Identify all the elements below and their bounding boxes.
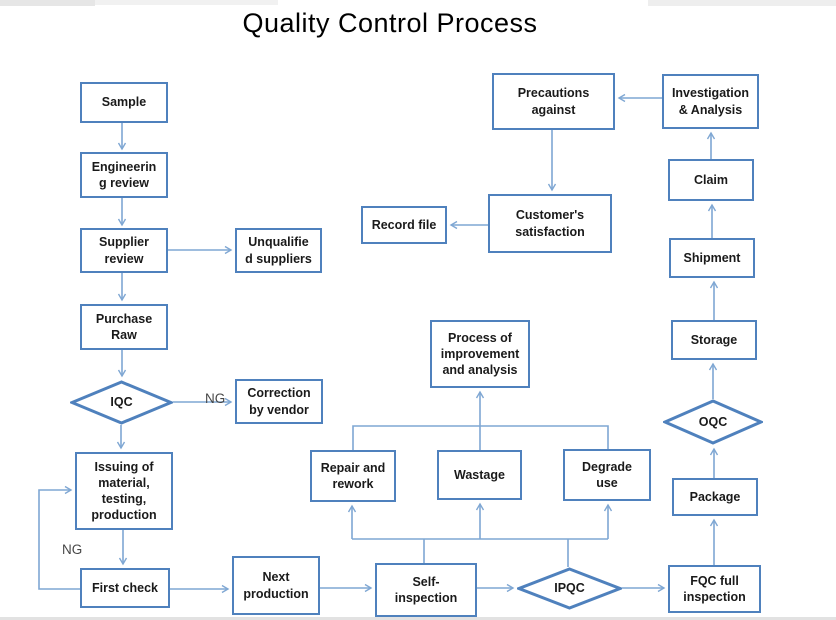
flow-node-label: Purchase Raw <box>95 311 153 342</box>
flow-node-label: Storage <box>690 332 738 347</box>
flow-node-unqualified-suppliers: Unqualifie d suppliers <box>235 228 322 273</box>
flow-node-package: Package <box>672 478 758 516</box>
flow-node-label: Precautions against <box>517 86 590 117</box>
flow-node-process-improvement: Process of improvement and analysis <box>430 320 530 388</box>
flow-node-label: Degrade use <box>581 459 633 490</box>
flow-node-next-production: Next production <box>232 556 320 615</box>
flow-node-investigation-analysis: Investigation & Analysis <box>662 74 759 129</box>
flow-node-label: IPQC <box>554 581 585 596</box>
flow-node-label: Repair and rework <box>320 460 386 491</box>
flow-node-label: Issuing of material, testing, production <box>91 459 157 523</box>
flow-node-oqc-decision: OQC <box>663 399 763 445</box>
flow-node-label: Wastage <box>454 467 505 482</box>
top-edge-artifact <box>648 0 836 6</box>
flow-node-label: Engineerin g review <box>91 159 157 190</box>
flow-node-shipment: Shipment <box>669 238 755 278</box>
flow-node-label: Self- inspection <box>394 574 458 605</box>
flow-node-label: OQC <box>698 414 728 429</box>
flow-node-self-inspection: Self- inspection <box>375 563 477 617</box>
flow-node-label: Customer's satisfaction <box>515 208 585 239</box>
flow-node-label: Investigation & Analysis <box>671 86 750 117</box>
flow-node-label: IQC <box>110 395 133 410</box>
flow-node-label: FQC full inspection <box>683 573 746 604</box>
flow-node-sample: Sample <box>80 82 168 123</box>
flow-node-record-file: Record file <box>361 206 447 244</box>
flow-node-storage: Storage <box>671 320 757 360</box>
flow-node-label: Next production <box>243 570 309 601</box>
flow-node-label: Claim <box>693 172 729 187</box>
flow-node-iqc-decision: IQC <box>70 380 173 425</box>
flow-node-claim: Claim <box>668 159 754 201</box>
flow-node-label: Supplier review <box>98 235 149 266</box>
top-edge-artifact <box>95 0 278 5</box>
diamond-shape <box>517 567 622 610</box>
flow-node-label: First check <box>91 580 158 595</box>
flow-node-correction-by-vendor: Correction by vendor <box>235 379 323 424</box>
flow-node-ipqc-decision: IPQC <box>517 567 622 610</box>
flow-node-engineering-review: Engineerin g review <box>80 152 168 198</box>
flow-node-label: Package <box>689 489 741 504</box>
flow-node-precautions-against: Precautions against <box>492 73 615 130</box>
page-title: Quality Control Process <box>242 8 538 38</box>
flow-node-fqc-full-inspection: FQC full inspection <box>668 565 761 613</box>
top-edge-artifact <box>0 0 95 6</box>
flow-node-repair-and-rework: Repair and rework <box>310 450 396 502</box>
flow-node-purchase-raw: Purchase Raw <box>80 304 168 350</box>
flow-node-label: Process of improvement and analysis <box>440 330 520 378</box>
flow-node-label: Record file <box>371 217 437 232</box>
edge-label-first-check-ng: NG <box>62 542 83 557</box>
flow-node-label: Correction by vendor <box>247 386 311 417</box>
flow-node-label: Unqualifie d suppliers <box>245 235 312 266</box>
edge-label-iqc-ng: NG <box>205 391 226 406</box>
diamond-shape <box>70 380 173 425</box>
flow-node-wastage: Wastage <box>437 450 522 500</box>
flow-node-label: Sample <box>101 95 147 110</box>
flow-node-issuing: Issuing of material, testing, production <box>75 452 173 530</box>
flow-node-degrade-use: Degrade use <box>563 449 651 501</box>
flow-node-first-check: First check <box>80 568 170 608</box>
flow-node-customers-satisfaction: Customer's satisfaction <box>488 194 612 253</box>
diamond-shape <box>663 399 763 445</box>
flow-node-supplier-review: Supplier review <box>80 228 168 273</box>
bottom-edge-artifact <box>0 617 836 620</box>
flow-node-label: Shipment <box>683 250 741 265</box>
